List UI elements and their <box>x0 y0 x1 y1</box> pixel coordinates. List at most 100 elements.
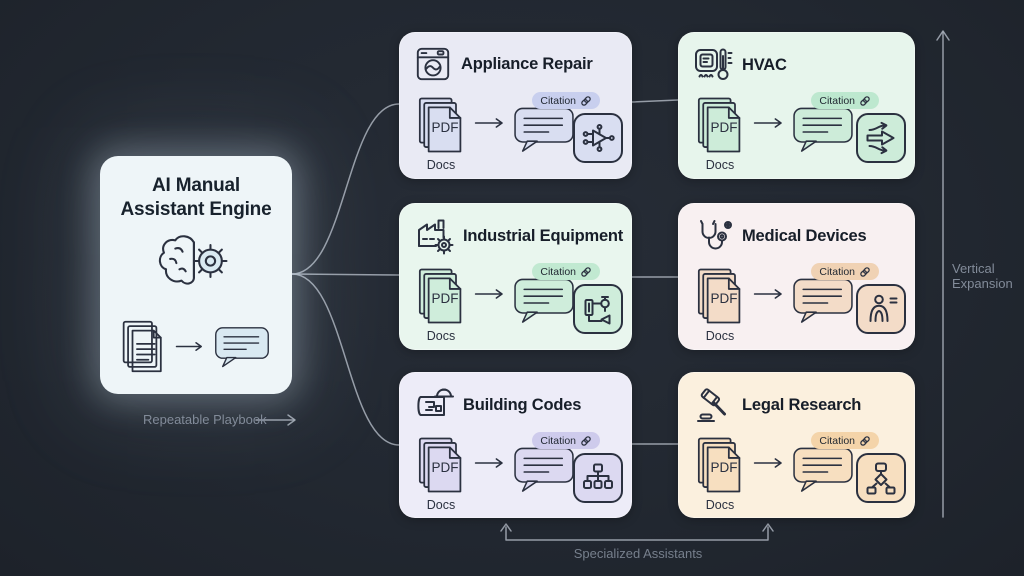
card-title: HVAC <box>742 55 787 74</box>
link-icon <box>580 95 592 107</box>
citation-badge: Citation <box>811 92 879 109</box>
chat-bubble-icon <box>512 445 576 493</box>
citation-label: Citation <box>819 434 855 447</box>
pdf-label: PDF <box>431 291 459 306</box>
answer-bubble: Citation <box>791 432 879 493</box>
answer-bubble: Citation <box>791 263 879 324</box>
answer-bubble: Citation <box>512 92 600 153</box>
card-header: Industrial Equipment <box>414 216 623 256</box>
specialized-assistants-label: Specialized Assistants <box>573 546 703 561</box>
docs-stack: PDF Docs <box>415 435 467 512</box>
citation-badge: Citation <box>532 432 600 449</box>
result-box <box>573 453 623 503</box>
pdf-label: PDF <box>431 460 459 475</box>
answer-bubble: Citation <box>512 263 600 324</box>
chat-bubble-icon <box>791 105 855 153</box>
result-box <box>573 284 623 334</box>
result-box <box>573 113 623 163</box>
repeatable-playbook-label: Repeatable Playbook <box>143 412 267 427</box>
citation-badge: Citation <box>532 92 600 109</box>
card-appliance-repair: Appliance Repair PDF Docs Citation <box>399 32 632 179</box>
docs-label: Docs <box>426 329 456 343</box>
card-industrial-equipment: Industrial Equipment PDF Docs Citation <box>399 203 632 350</box>
chat-bubble-icon <box>213 325 271 368</box>
bracket-arrowhead-right <box>762 523 774 532</box>
docs-label: Docs <box>426 498 456 512</box>
docs-stack: PDF Docs <box>415 95 467 172</box>
connector-engine-to-industrial <box>291 273 400 276</box>
docs-stack: PDF Docs <box>415 266 467 343</box>
vertical-expansion-label: Vertical Expansion <box>952 261 1013 292</box>
card-title: Building Codes <box>463 395 582 414</box>
link-icon <box>859 266 871 278</box>
pdf-label: PDF <box>710 460 738 475</box>
citation-label: Citation <box>540 94 576 107</box>
result-box <box>856 284 906 334</box>
card-legal-research: Legal Research PDF Docs Citation <box>678 372 915 518</box>
thermostat-thermometer-icon <box>693 45 733 85</box>
arrow-right-icon <box>753 457 785 469</box>
docs-label: Docs <box>705 498 735 512</box>
circuit-schematic-icon <box>580 120 616 156</box>
result-box <box>856 113 906 163</box>
card-medical-devices: Medical Devices PDF Docs Citation <box>678 203 915 350</box>
citation-label: Citation <box>819 265 855 278</box>
blueprint-hardhat-icon <box>414 385 454 425</box>
answer-bubble: Citation <box>791 92 879 153</box>
citation-label: Citation <box>819 94 855 107</box>
playbook-arrowhead <box>287 414 296 426</box>
citation-badge: Citation <box>532 263 600 280</box>
bracket-arrowhead-left <box>500 523 512 532</box>
engine-flow <box>100 319 292 374</box>
arrow-right-icon <box>474 457 506 469</box>
docs-label: Docs <box>705 158 735 172</box>
arrow-right-icon <box>753 288 785 300</box>
docs-stack: PDF Docs <box>694 266 746 343</box>
citation-badge: Citation <box>811 432 879 449</box>
docs-label: Docs <box>705 329 735 343</box>
hierarchy-chart-icon <box>580 460 616 496</box>
engine-card: AI Manual Assistant Engine <box>100 156 292 394</box>
factory-gear-icon <box>414 216 454 256</box>
docs-stack-icon <box>121 319 167 374</box>
arrow-right-icon <box>175 341 205 352</box>
chat-bubble-icon <box>791 445 855 493</box>
card-header: Legal Research <box>693 385 861 425</box>
pdf-label: PDF <box>710 120 738 135</box>
link-icon <box>859 95 871 107</box>
chat-bubble-icon <box>512 105 576 153</box>
card-hvac: HVAC PDF Docs Citation <box>678 32 915 179</box>
connector-engine-to-appliance <box>291 103 400 275</box>
docs-stack: PDF Docs <box>694 435 746 512</box>
link-icon <box>580 266 592 278</box>
card-title: Legal Research <box>742 395 862 414</box>
piping-diagram-icon <box>580 291 616 327</box>
gavel-icon <box>693 385 733 425</box>
docs-stack: PDF Docs <box>694 95 746 172</box>
airflow-arrows-icon <box>863 120 899 156</box>
anatomy-figure-icon <box>863 291 899 327</box>
card-header: Appliance Repair <box>414 45 593 83</box>
card-title: Medical Devices <box>742 226 867 245</box>
chat-bubble-icon <box>512 276 576 324</box>
arrow-right-icon <box>753 117 785 129</box>
connector-engine-to-building <box>291 273 400 446</box>
bracket-specialized <box>505 526 769 541</box>
citation-badge: Citation <box>811 263 879 280</box>
card-title: Industrial Equipment <box>463 226 624 245</box>
docs-label: Docs <box>426 158 456 172</box>
chat-bubble-icon <box>791 276 855 324</box>
citation-label: Citation <box>540 434 576 447</box>
card-header: Medical Devices <box>693 216 867 256</box>
pdf-label: PDF <box>431 120 459 135</box>
card-header: HVAC <box>693 45 787 85</box>
answer-bubble: Citation <box>512 432 600 493</box>
result-box <box>856 453 906 503</box>
pdf-label: PDF <box>710 291 738 306</box>
arrow-right-icon <box>474 288 506 300</box>
vertical-expansion-arrowhead <box>936 30 950 41</box>
citation-label: Citation <box>540 265 576 278</box>
engine-title: AI Manual Assistant Engine <box>120 175 272 220</box>
card-title: Appliance Repair <box>461 54 593 73</box>
